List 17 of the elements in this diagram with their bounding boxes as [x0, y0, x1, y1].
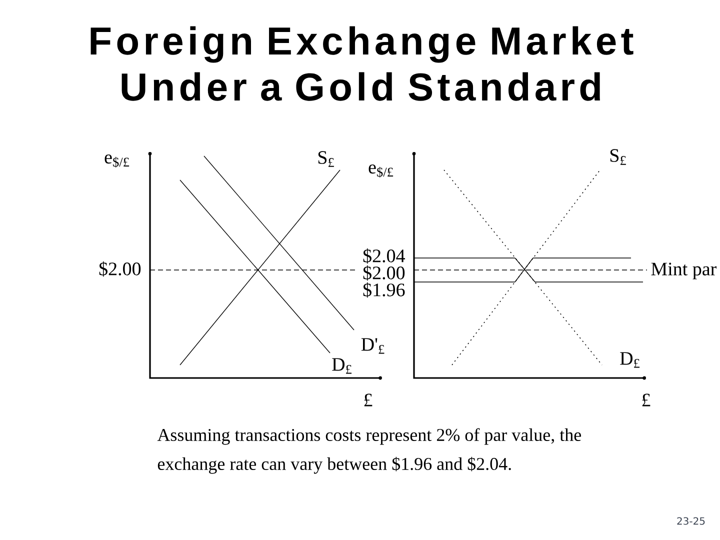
curve-label: D'$_{£}$	[361, 338, 384, 354]
axis-label: £	[364, 394, 372, 406]
axis-label: £	[642, 394, 650, 406]
curve-label: S$_{£}$	[318, 151, 334, 167]
page-number: 23-25	[677, 517, 705, 525]
price-label: $2.04	[363, 248, 405, 264]
curve-label: D$_{£}$	[620, 352, 640, 368]
price-label: $1.96	[363, 282, 405, 298]
curve-label: D$_{£}$	[332, 358, 352, 374]
price-label: $2.00	[363, 265, 405, 281]
axis-label: e$_{$/£}$	[368, 164, 394, 178]
caption: Assuming transactions costs represent 2% of par value, the exchange rate can vary between $1.96 and $2.04.	[157, 428, 581, 474]
curve-label: S$_{£}$	[610, 149, 626, 165]
title: Foreign Exchange Market Under a Gold Standard	[90, 26, 634, 101]
price-label: $2.00	[99, 261, 141, 277]
axis-label: e$_{$/£}$	[104, 154, 130, 168]
line-label: Mint par	[651, 262, 716, 280]
